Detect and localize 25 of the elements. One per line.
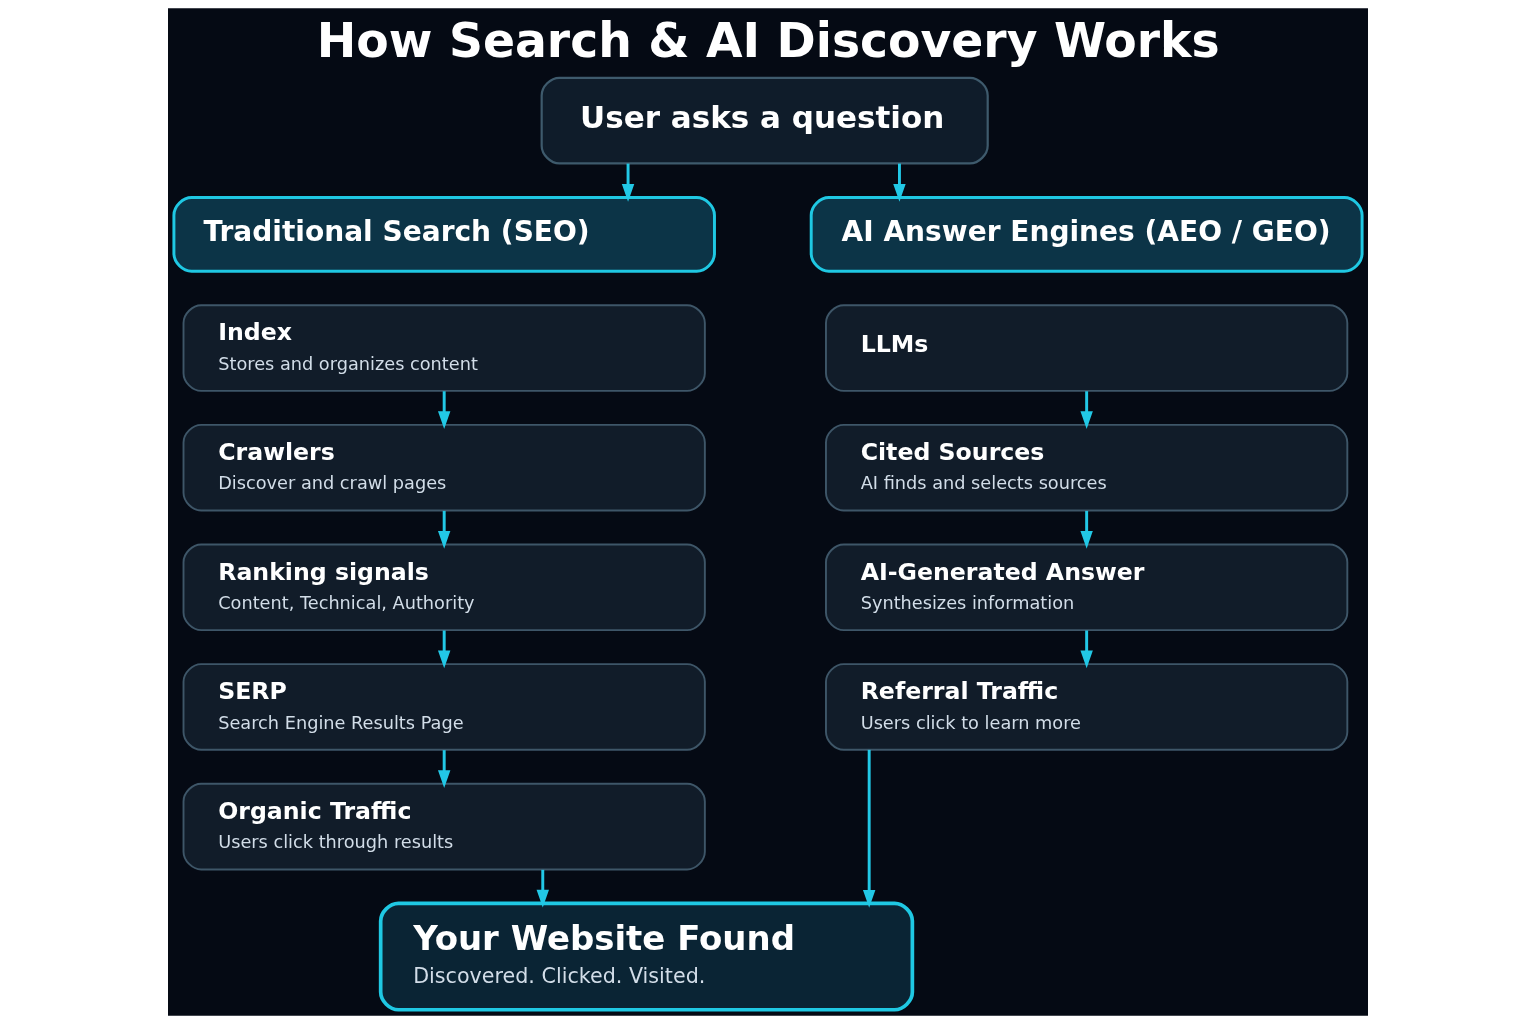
arrow (1080, 510, 1093, 549)
arrow (621, 163, 635, 202)
arrow (536, 869, 549, 908)
node-box: SERP Search Engine Results Page (182, 663, 706, 751)
arrow (437, 510, 451, 549)
arrow (437, 630, 451, 669)
diagram-title: How Search & AI Discovery Works (316, 12, 1220, 68)
node-box: Your Website Found Discovered. Clicked. Visited. (378, 901, 915, 1012)
arrow (862, 749, 876, 908)
node-box: Crawlers Discover and crawl pages (182, 423, 706, 512)
arrow (893, 163, 906, 202)
node-box: Ranking signals Content, Technical, Authority (182, 543, 706, 632)
node-box: Cited Sources AI finds and selects sources (825, 423, 1349, 512)
arrow (437, 391, 451, 430)
arrow (1080, 630, 1093, 669)
node-box: Referral Traffic Users click to learn more (825, 663, 1349, 751)
arrow (437, 750, 451, 788)
node-box: Organic Traffic Users click through results (182, 782, 706, 871)
node-box: User asks a question (540, 76, 989, 165)
node-box: LLMs (825, 304, 1349, 392)
node-box: Index Stores and organizes content (182, 304, 706, 392)
node-box: Traditional Search (SEO) (172, 195, 716, 273)
node-box: AI-Generated Answer Synthesizes information (825, 543, 1349, 632)
arrow (1080, 391, 1093, 430)
node-box: AI Answer Engines (AEO / GEO) (809, 195, 1364, 273)
